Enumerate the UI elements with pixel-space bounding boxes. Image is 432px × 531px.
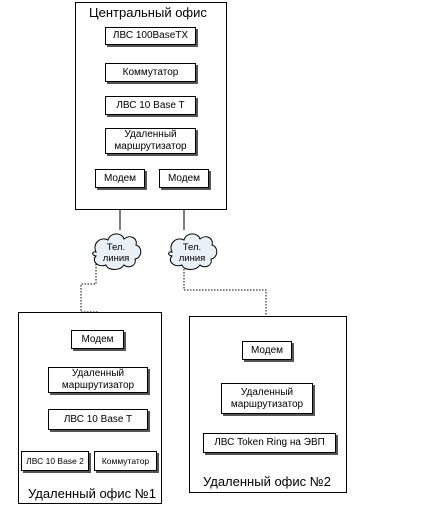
- phone-line-right-label: Тел. линия: [178, 242, 206, 264]
- central-office-title: Центральный офис: [89, 5, 207, 20]
- r1-modem-node: Модем: [71, 330, 124, 349]
- cloud-left-icon: [92, 233, 142, 270]
- lan-100basetx-node: ЛВС 100BaseTX: [105, 27, 196, 45]
- r2-modem-node: Модем: [242, 341, 292, 360]
- cloud-right-icon: [168, 233, 218, 270]
- remote-router-node: Удаленный маршрутизатор: [105, 128, 196, 154]
- phone-line-right: [183, 266, 267, 341]
- remote-office-1-title: Удаленный офис №1: [28, 486, 156, 501]
- r1-lan-10base2-node: ЛВС 10 Base 2: [21, 451, 89, 471]
- lan-10baset-node: ЛВС 10 Base T: [105, 96, 196, 115]
- modem-right-node: Модем: [159, 169, 209, 188]
- r2-token-ring-node: ЛВС Token Ring на ЭВП: [203, 433, 336, 453]
- phone-line-left-label: Тел. линия: [102, 242, 130, 264]
- r1-remote-router-node: Удаленный маршрутизатор: [48, 367, 148, 393]
- r1-switch-node: Коммутатор: [94, 451, 157, 471]
- switch-node: Коммутатор: [105, 63, 196, 82]
- modem-left-node: Модем: [95, 169, 145, 188]
- remote-office-2-title: Удаленный офис №2: [203, 474, 331, 489]
- r2-remote-router-node: Удаленный маршрутизатор: [221, 383, 313, 414]
- r1-lan-10baset-node: ЛВС 10 Base T: [48, 409, 148, 430]
